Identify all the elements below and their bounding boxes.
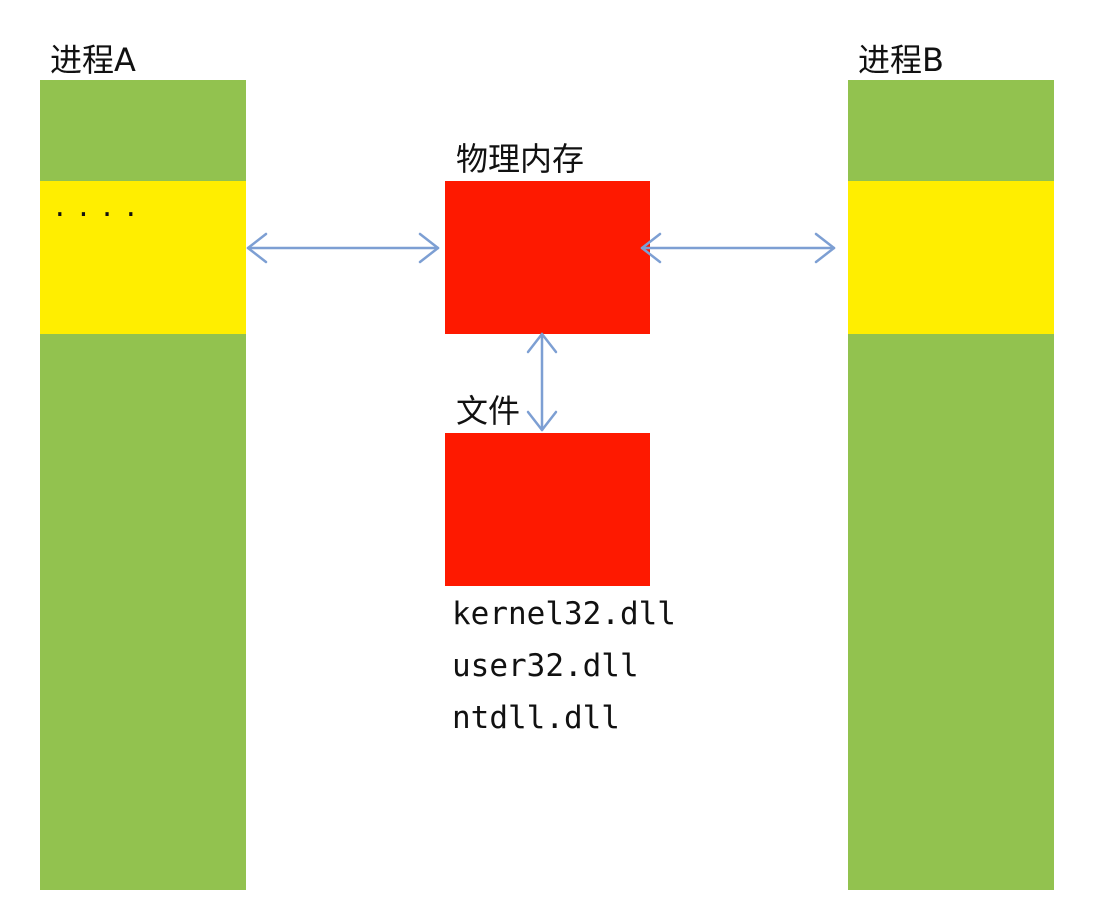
physical-memory-label: 物理内存 bbox=[456, 140, 585, 178]
file-label: 文件 bbox=[456, 392, 521, 430]
process-b-bottom-region bbox=[848, 334, 1054, 890]
arrow-memory-to-process-b bbox=[640, 232, 836, 264]
file-box bbox=[445, 433, 650, 586]
process-a-label: 进程A bbox=[50, 41, 136, 79]
physical-memory-box bbox=[445, 181, 650, 334]
process-b-shared-region bbox=[848, 181, 1054, 334]
process-a-bottom-region bbox=[40, 334, 246, 890]
dll-name-user32: user32.dll bbox=[452, 648, 639, 684]
arrow-process-a-to-memory bbox=[246, 232, 440, 264]
arrow-memory-to-file bbox=[526, 332, 558, 432]
process-a-top-region bbox=[40, 80, 246, 181]
dll-name-ntdll: ntdll.dll bbox=[452, 700, 620, 736]
process-a-shared-marker: ···· bbox=[52, 200, 147, 230]
dll-name-kernel32: kernel32.dll bbox=[452, 596, 676, 632]
process-b-top-region bbox=[848, 80, 1054, 181]
process-a-shared-region bbox=[40, 181, 246, 334]
process-b-label: 进程B bbox=[858, 41, 944, 79]
